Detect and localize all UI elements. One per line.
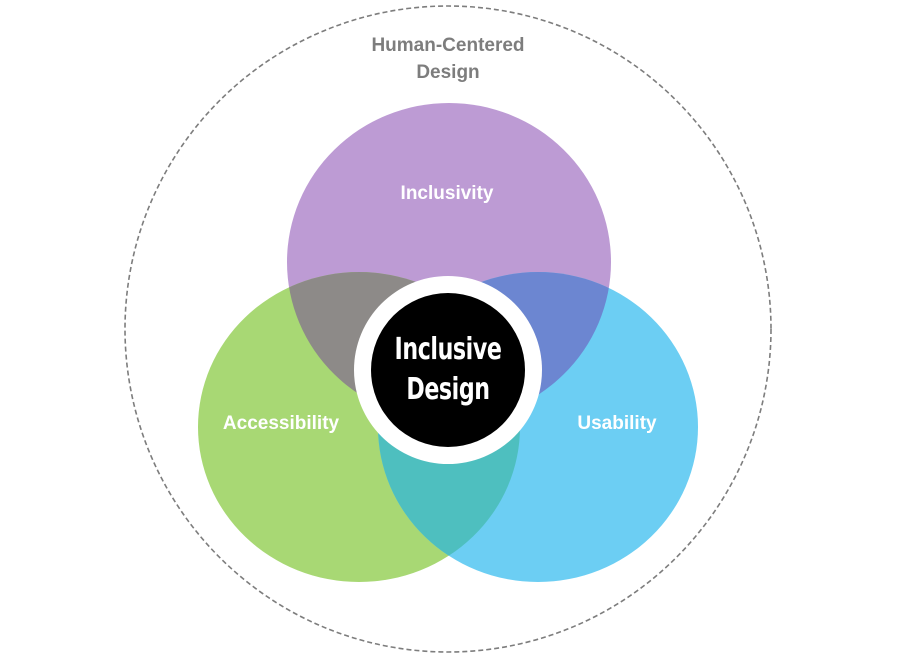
center-label: Inclusive Design	[395, 330, 502, 410]
center-label-line1: Inclusive	[394, 332, 502, 367]
label-usability: Usability	[577, 413, 657, 434]
label-inclusivity: Inclusivity	[400, 183, 494, 204]
outer-label-line2: Design	[416, 62, 480, 83]
outer-dashed-circle	[124, 5, 772, 653]
outer-label: Human-Centered Design	[371, 32, 524, 86]
center-label-line2: Design	[406, 372, 490, 407]
label-accessibility: Accessibility	[222, 413, 340, 434]
outer-label-line1: Human-Centered	[371, 35, 525, 56]
center-circle	[371, 293, 525, 447]
